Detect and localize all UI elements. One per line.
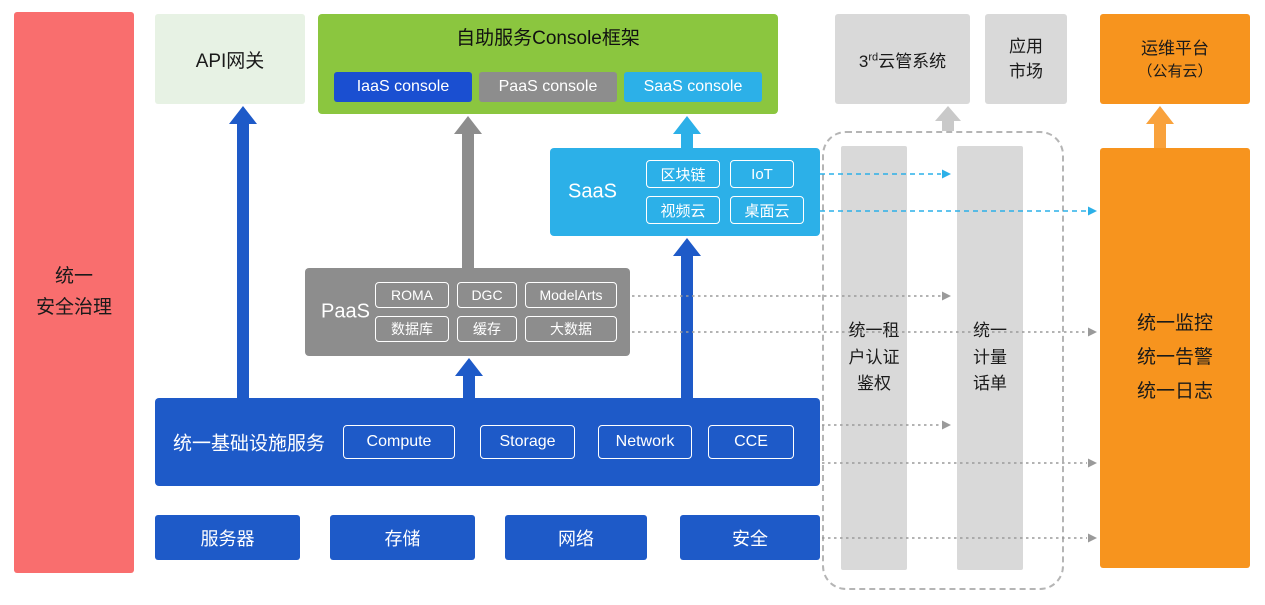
- hardware-network-box: 网络: [505, 515, 647, 560]
- paas-service-database: 数据库: [375, 316, 449, 342]
- paas-service-dgc: DGC: [457, 282, 517, 308]
- console-framework-title: 自助服务Console框架: [456, 28, 640, 49]
- security-governance-bar: 统一 安全治理: [14, 12, 134, 573]
- arrow-infra-to-paas: [455, 358, 483, 398]
- third-party-suffix: 云管系统: [878, 51, 947, 71]
- infrastructure-service-label: 统一基础设施服务: [173, 433, 326, 455]
- infra-service-cce: CCE: [708, 425, 794, 459]
- saas-service-video-cloud: 视频云: [646, 196, 720, 224]
- hardware-security-box: 安全: [680, 515, 820, 560]
- saas-service-iot: IoT: [730, 160, 794, 188]
- saas-service-desktop-cloud: 桌面云: [730, 196, 804, 224]
- paas-service-cache: 缓存: [457, 316, 517, 342]
- arrowhead-hardware-to-om-bar: [1088, 533, 1097, 543]
- paas-service-bigdata: 大数据: [525, 316, 617, 342]
- third-party-label: 3rd云管系统: [859, 47, 946, 72]
- iaas-console-chip: IaaS console: [334, 72, 472, 102]
- infra-service-network: Network: [598, 425, 692, 459]
- hardware-storage-box: 存储: [330, 515, 475, 560]
- paas-service-modelarts: ModelArts: [525, 282, 617, 308]
- infra-service-storage: Storage: [480, 425, 575, 459]
- arrow-infra-to-saas: [673, 238, 701, 398]
- paas-layer-label: PaaS: [321, 300, 370, 323]
- infra-service-compute: Compute: [343, 425, 455, 459]
- om-platform-subtitle: （公有云）: [1137, 63, 1213, 81]
- app-market-box: 应用 市场: [985, 14, 1067, 104]
- metering-billing-pillar: 统一 计量 话单: [957, 146, 1023, 570]
- arrowhead-saas-to-om-bar: [1088, 206, 1097, 216]
- saas-layer-box: SaaS 区块链 IoT 视频云 桌面云: [550, 148, 820, 236]
- arrow-pillars-to-third-party: [935, 106, 961, 131]
- shared-services-dashed-container: [822, 131, 1064, 590]
- third-party-prefix: 3: [858, 51, 869, 71]
- api-gateway-box: API网关: [155, 14, 305, 104]
- tenant-auth-pillar: 统一租 户认证 鉴权: [841, 146, 907, 570]
- om-platform-box: 运维平台 （公有云）: [1100, 14, 1250, 104]
- third-party-superscript: rd: [868, 50, 879, 63]
- hardware-server-box: 服务器: [155, 515, 300, 560]
- arrow-paas-to-console: [454, 116, 482, 268]
- arrowhead-paas-to-om-bar: [1088, 327, 1097, 337]
- third-party-cloud-mgmt-box: 3rd云管系统: [835, 14, 970, 104]
- paas-service-roma: ROMA: [375, 282, 449, 308]
- saas-layer-label: SaaS: [568, 180, 617, 203]
- paas-console-chip: PaaS console: [479, 72, 617, 102]
- arrow-saas-to-console: [673, 116, 701, 148]
- arrow-om-bar-to-om-platform: [1146, 106, 1174, 148]
- saas-console-chip: SaaS console: [624, 72, 762, 102]
- arrow-infra-to-api-gateway: [229, 106, 257, 398]
- infrastructure-service-box: 统一基础设施服务 Compute Storage Network CCE: [155, 398, 820, 486]
- console-framework-box: 自助服务Console框架 IaaS console PaaS console …: [318, 14, 778, 114]
- saas-service-blockchain: 区块链: [646, 160, 720, 188]
- paas-layer-box: PaaS ROMA DGC ModelArts 数据库 缓存 大数据: [305, 268, 630, 356]
- arrowhead-infra-to-om-bar: [1088, 458, 1097, 468]
- om-platform-title: 运维平台: [1141, 38, 1209, 58]
- monitoring-alarm-log-bar: 统一监控 统一告警 统一日志: [1100, 148, 1250, 568]
